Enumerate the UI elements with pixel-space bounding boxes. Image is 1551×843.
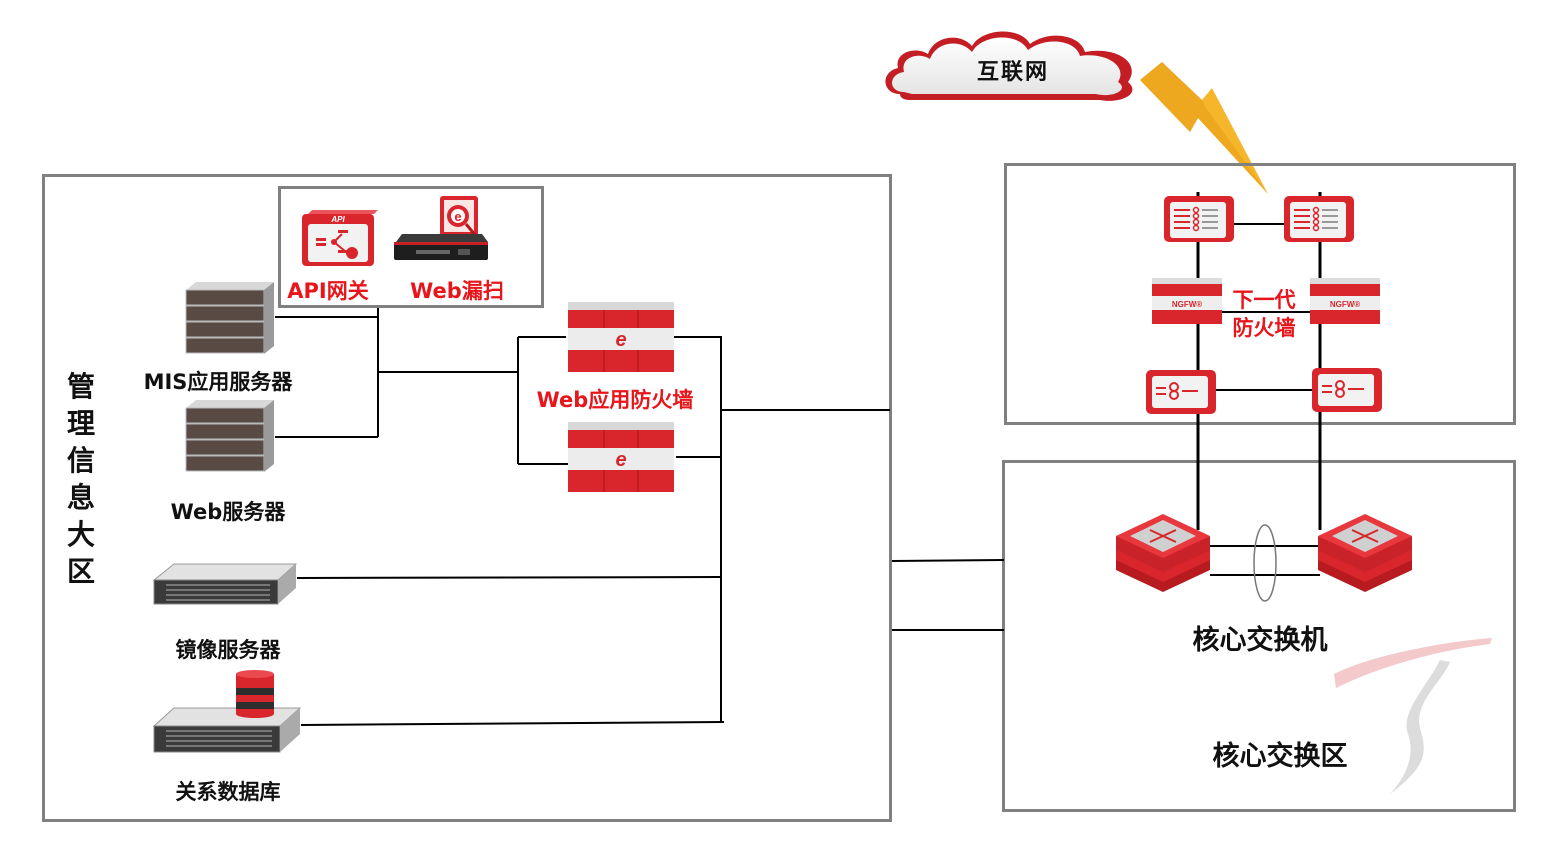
- svg-text:e: e: [615, 449, 626, 471]
- load-balancer-1[interactable]: [1144, 368, 1218, 416]
- security-tools-box: [278, 186, 544, 308]
- management-zone-title: 管理信息大区: [66, 370, 95, 588]
- svg-text:NGFW®: NGFW®: [1330, 300, 1360, 309]
- anti-ddos-device-1[interactable]: [1162, 194, 1236, 244]
- core-switch-label: 核心交换机: [1192, 625, 1328, 656]
- svg-text:e: e: [615, 329, 626, 351]
- traffic-filter-icon: [1284, 196, 1354, 242]
- mirror-server[interactable]: [152, 562, 298, 608]
- load-balancer-2[interactable]: [1310, 366, 1384, 414]
- api-gateway-icon: API: [302, 210, 378, 266]
- relational-database-label: 关系数据库: [175, 780, 281, 804]
- traffic-filter-icon: [1164, 196, 1234, 242]
- web-server[interactable]: [182, 398, 276, 474]
- core-switch-2[interactable]: [1316, 512, 1414, 604]
- svg-text:NGFW®: NGFW®: [1172, 300, 1202, 309]
- rack-server-icon: [185, 282, 274, 354]
- core-switch-icon: [1318, 514, 1412, 592]
- api-gateway-label: API网关: [287, 279, 369, 303]
- firewall-icon: e: [568, 422, 674, 492]
- svg-text:e: e: [454, 209, 461, 224]
- core-switch-icon: [1116, 514, 1210, 592]
- management-zone: [42, 174, 892, 822]
- rack-server-icon: [185, 400, 274, 472]
- ngfw-icon: NGFW®: [1310, 278, 1380, 324]
- relational-database[interactable]: [150, 670, 302, 756]
- link-database: [300, 721, 725, 726]
- storage-server-icon: [152, 563, 298, 605]
- core-switching-zone: [1002, 460, 1516, 812]
- waf-label: Web应用防火墙: [536, 388, 694, 412]
- cloud-icon: [885, 31, 1133, 101]
- anti-ddos-device-2[interactable]: [1282, 194, 1356, 244]
- load-balancer-icon: [1146, 370, 1216, 414]
- ngfw-label-line2: 防火墙: [1232, 316, 1296, 340]
- svg-text:API: API: [330, 215, 345, 224]
- firewall-icon: e: [568, 302, 674, 372]
- web-scanner-device[interactable]: e: [392, 196, 490, 268]
- ngfw-icon: NGFW®: [1152, 278, 1222, 324]
- ngfw-label-line1: 下一代: [1232, 288, 1296, 312]
- mirror-server-label: 镜像服务器: [175, 638, 281, 662]
- watermark-logo-icon: [1334, 638, 1492, 794]
- web-scanner-icon: e: [394, 196, 488, 260]
- link-mirror-server: [296, 576, 721, 579]
- mis-app-server-label: MIS应用服务器: [143, 370, 293, 394]
- internet-label: 互联网: [976, 60, 1049, 85]
- core-zone-label: 核心交换区: [1212, 741, 1348, 772]
- load-balancer-icon: [1312, 368, 1382, 412]
- waf-device-2[interactable]: e: [566, 420, 676, 494]
- perimeter-zone: [1004, 163, 1516, 425]
- ngfw-device-2[interactable]: NGFW®: [1310, 278, 1380, 326]
- link-aggregation-ring: [1253, 524, 1277, 602]
- link-core-a: [891, 559, 1005, 562]
- core-switch-1[interactable]: [1114, 512, 1212, 604]
- internet-cloud: 互联网: [880, 24, 1150, 106]
- waf-device-1[interactable]: e: [566, 300, 676, 374]
- ngfw-device-1[interactable]: NGFW®: [1152, 278, 1222, 326]
- database-icon: [152, 670, 302, 753]
- web-scanner-label: Web漏扫: [410, 279, 504, 303]
- mis-app-server[interactable]: [182, 280, 276, 356]
- lightning-icon: [1140, 62, 1268, 194]
- web-server-label: Web服务器: [170, 500, 286, 524]
- api-gateway-device[interactable]: API: [300, 210, 380, 268]
